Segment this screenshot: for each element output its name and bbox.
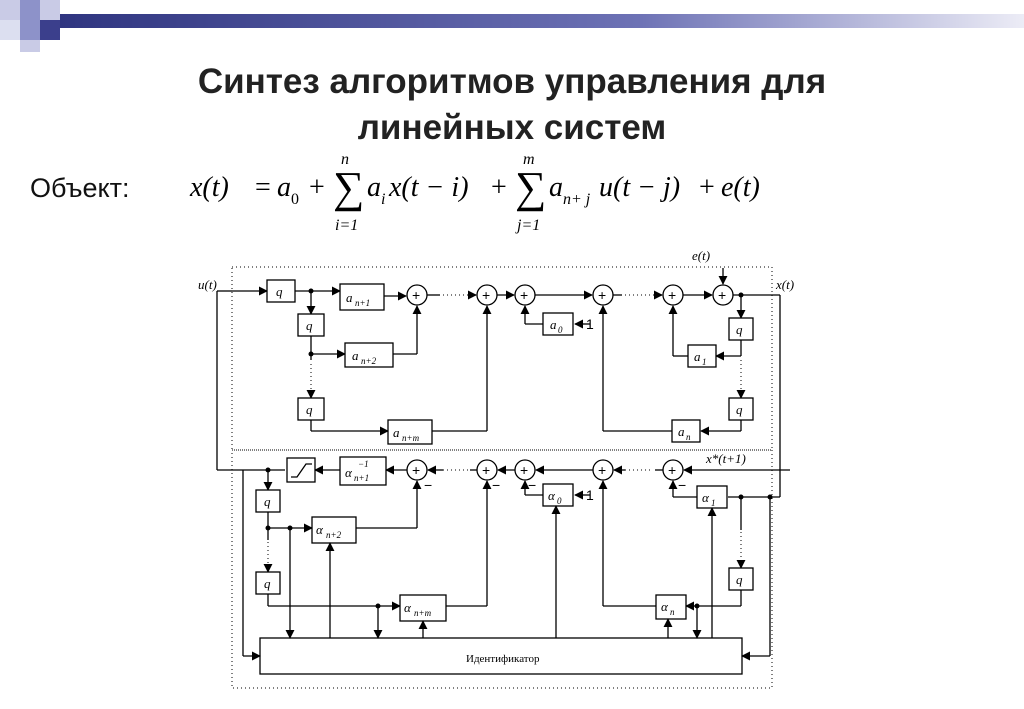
term1-sub: i [381, 191, 385, 208]
bottom-block-sub-1: n+1 [354, 473, 369, 483]
q-label-1: q [276, 284, 283, 299]
top-block-label-2: a [352, 348, 359, 363]
formula-a0: a [277, 172, 291, 203]
sum1-bottom: i=1 [335, 217, 358, 234]
bottom-block-label-4: α [548, 488, 556, 503]
minus-1: − [424, 477, 432, 493]
page-title-line1: Синтез алгоритмов управления для [197, 62, 827, 101]
plus-6: + [718, 287, 726, 303]
term2-rest: u(t − j) [599, 172, 680, 203]
controller-frame [231, 449, 773, 689]
top-block-sub-5: 1 [702, 357, 707, 367]
q-label-8: q [736, 572, 743, 587]
term1-rest: x(t − i) [388, 172, 469, 203]
term1-coef: a [367, 172, 381, 203]
bottom-block-sub-3: n+m [414, 608, 432, 618]
plus-4: + [598, 287, 606, 303]
top-block-sub-6: n [686, 432, 691, 442]
saturation-block [286, 457, 316, 483]
output-label: x(t) [775, 277, 794, 292]
top-block-sub-2: n+2 [361, 356, 377, 366]
top-block-anm [387, 419, 433, 445]
bottom-block-sub-5: 1 [711, 498, 716, 508]
identifier-label: Идентификатор [466, 653, 540, 665]
bottom-block-label-1: α [345, 465, 353, 480]
bottom-block-label-6: α [661, 599, 669, 614]
top-block-label-1: a [346, 290, 353, 305]
object-frame [231, 266, 773, 451]
inverse-sup: −1 [358, 459, 369, 469]
plus-7: + [412, 462, 420, 478]
plus-10: + [598, 462, 606, 478]
formula-plus2: + [491, 172, 507, 203]
top-block-label-4: a [550, 317, 557, 332]
top-block-an2 [344, 342, 394, 368]
noise-label: e(t) [692, 248, 710, 263]
page-title-line2: линейных систем [357, 108, 667, 147]
term3: e(t) [721, 172, 760, 203]
q-label-2: q [306, 318, 313, 333]
formula-plus1: + [309, 172, 325, 203]
plus-9: + [520, 462, 528, 478]
object-formula: x(t) = a 0 + ∑ n i=1 a i x(t − i) + ∑ m … [189, 151, 760, 234]
top-block-label-5: a [694, 349, 701, 364]
object-label: Объект: [30, 173, 130, 203]
minus-2: − [492, 477, 500, 493]
plus-11: + [668, 462, 676, 478]
one-label-2: 1 [586, 487, 594, 503]
formula-lhs: x(t) [189, 172, 229, 203]
bottom-block-label-2: α [316, 522, 324, 537]
sum2-bottom: j=1 [515, 217, 540, 234]
bottom-block-sub-2: n+2 [326, 530, 342, 540]
top-block-sub-4: 0 [558, 325, 563, 335]
formula-a0-sub: 0 [291, 191, 299, 208]
bottom-block-inverse [339, 456, 387, 486]
top-block-label-3: a [393, 425, 400, 440]
top-block-an1 [339, 283, 385, 311]
input-label: u(t) [198, 277, 217, 292]
control-block-diagram: u(t) x(t) e(t) x*(t+1) q q q q q q q q a… [198, 248, 794, 689]
q-label-6: q [264, 494, 271, 509]
sum2-symbol: ∑ [515, 163, 546, 212]
one-label-1: 1 [586, 316, 594, 332]
q-label-4: q [736, 322, 743, 337]
q-label-3: q [306, 402, 313, 417]
plus-1: + [412, 287, 420, 303]
top-block-label-6: a [678, 424, 685, 439]
bottom-block-sub-4: 0 [557, 496, 562, 506]
minus-4: − [678, 477, 686, 493]
plus-2: + [482, 287, 490, 303]
plus-3: + [520, 287, 528, 303]
minus-3: − [528, 477, 536, 493]
formula-plus3: + [699, 172, 715, 203]
q-label-5: q [736, 402, 743, 417]
q-label-7: q [264, 576, 271, 591]
bottom-block-alphan [655, 594, 687, 620]
bottom-block-label-3: α [404, 600, 412, 615]
sum1-symbol: ∑ [333, 163, 364, 212]
bottom-block-sub-6: n [670, 607, 675, 617]
top-block-sub-1: n+1 [355, 298, 370, 308]
sum1-top: n [341, 151, 349, 168]
sum2-top: m [523, 151, 535, 168]
bottom-block-label-5: α [702, 490, 710, 505]
formula-equals: = [255, 172, 271, 203]
slide-decoration [0, 0, 1024, 52]
top-block-sub-3: n+m [402, 433, 420, 443]
term2-coef: a [549, 172, 563, 203]
plus-8: + [482, 462, 490, 478]
term2-sub: n+ j [563, 191, 591, 208]
plus-5: + [668, 287, 676, 303]
reference-label: x*(t+1) [705, 451, 746, 466]
